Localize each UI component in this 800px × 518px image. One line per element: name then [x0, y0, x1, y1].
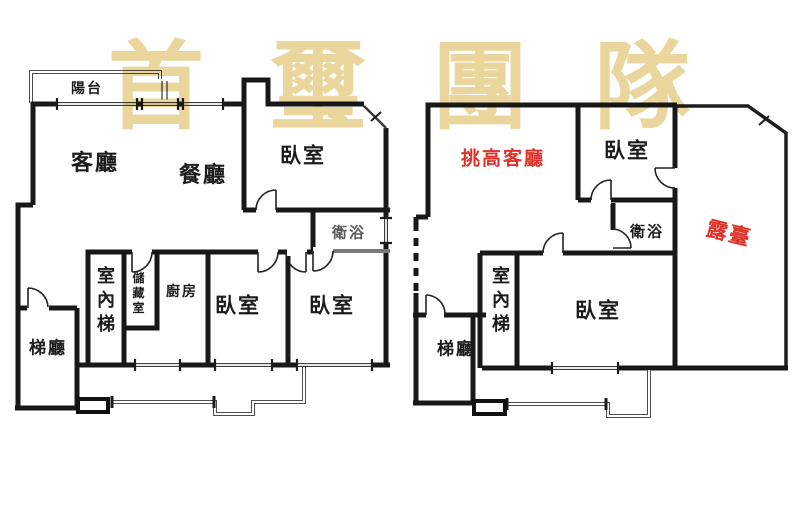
- right-unit-walls: [413, 102, 788, 406]
- left-window-centers: [57, 103, 387, 366]
- balcony-railing-bottom-left: [110, 367, 306, 416]
- right-unit-plan: [413, 102, 788, 418]
- left-window-ticks: [55, 98, 392, 371]
- right-doors: [425, 167, 676, 315]
- left-chamfer-tick: [370, 111, 382, 122]
- entry-stoop-left: [76, 397, 110, 414]
- balcony-railing-top: [29, 70, 168, 103]
- right-chamfer-tick: [758, 115, 770, 126]
- entry-stoop-right: [472, 399, 507, 416]
- balcony-railing-bottom-right: [505, 370, 651, 418]
- left-doors: [27, 189, 334, 308]
- left-window-erase: [57, 99, 391, 370]
- left-window-lines: [57, 102, 388, 367]
- right-window-ticks: [550, 362, 620, 374]
- terrace-walls: [675, 104, 788, 366]
- right-door-openings: [426, 168, 679, 319]
- left-door-openings: [27, 206, 333, 312]
- left-unit-plan: [15, 70, 392, 416]
